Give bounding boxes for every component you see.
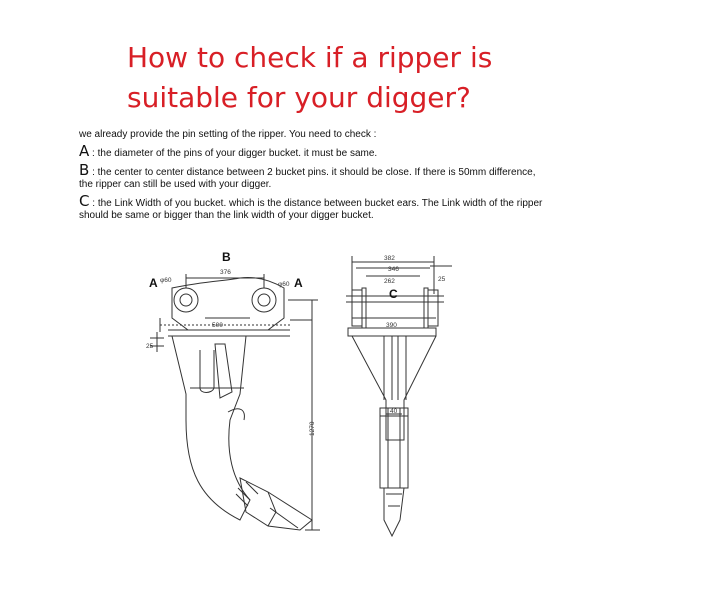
pin-hole-left bbox=[173, 287, 199, 313]
check-b-letter: B bbox=[79, 161, 90, 179]
dim-pin-left: φ60 bbox=[160, 277, 172, 284]
check-c-letter: C bbox=[79, 192, 90, 210]
dim-pin-distance: 376 bbox=[220, 269, 231, 276]
check-a: A : the diameter of the pins of your dig… bbox=[79, 144, 549, 160]
check-b-text: : the center to center distance between … bbox=[79, 167, 536, 190]
check-c: C : the Link Width of you bucket. which … bbox=[79, 194, 549, 222]
title-line-2: suitable for your digger? bbox=[127, 81, 471, 114]
page-title: How to check if a ripper is suitable for… bbox=[127, 38, 687, 118]
dim-pin-right: φ60 bbox=[278, 281, 290, 288]
dim-382: 382 bbox=[384, 255, 395, 262]
dim-40: 40 bbox=[390, 408, 398, 415]
label-c: C bbox=[389, 287, 398, 301]
check-a-letter: A bbox=[79, 142, 90, 160]
check-c-text: : the Link Width of you bucket. which is… bbox=[79, 198, 543, 221]
pin-hole-right bbox=[251, 287, 277, 313]
check-b: B : the center to center distance betwee… bbox=[79, 163, 549, 191]
ripper-side-view bbox=[150, 274, 320, 531]
dim-height: 1270 bbox=[309, 421, 316, 436]
label-a-left: A bbox=[149, 276, 158, 290]
check-a-text: : the diameter of the pins of your digge… bbox=[92, 148, 378, 159]
label-b: B bbox=[222, 250, 231, 264]
dim-262: 262 bbox=[384, 278, 395, 285]
dim-346: 346 bbox=[388, 266, 399, 273]
instructions: we already provide the pin setting of th… bbox=[79, 129, 549, 225]
dim-390: 390 bbox=[386, 322, 397, 329]
dim-500: 500 bbox=[212, 322, 223, 329]
title-line-1: How to check if a ripper is bbox=[127, 41, 493, 74]
dim-25: 25 bbox=[146, 343, 154, 350]
label-a-right: A bbox=[294, 276, 303, 290]
dim-w25: 25 bbox=[438, 276, 446, 283]
intro-text: we already provide the pin setting of th… bbox=[79, 129, 377, 140]
ripper-front-view bbox=[346, 256, 452, 538]
